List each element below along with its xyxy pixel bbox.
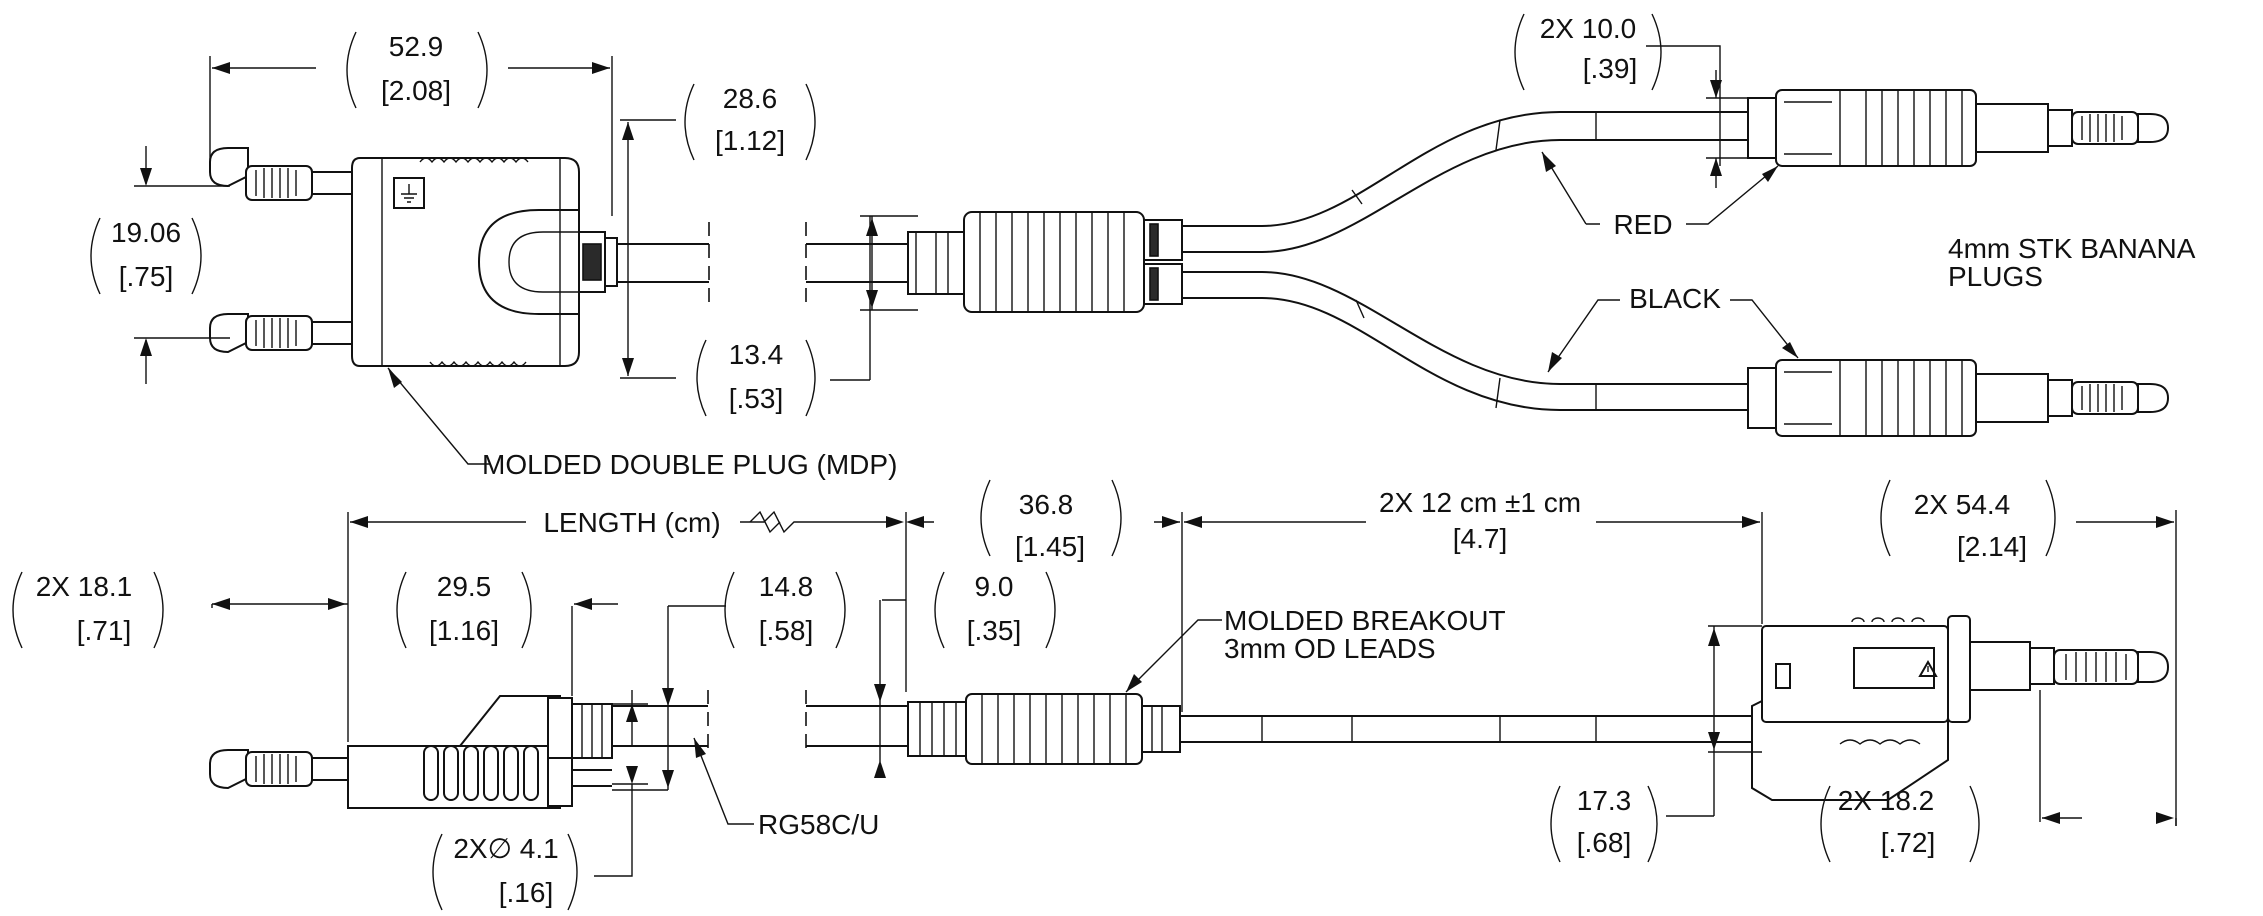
dim-banana-len-mm: 2X 54.4 <box>1914 489 2011 520</box>
dim-mdp-pitch-mm: 19.06 <box>111 217 181 248</box>
mdp-body <box>351 157 580 367</box>
label-mdp: MOLDED DOUBLE PLUG (MDP) <box>482 449 897 480</box>
dim-mdp-width-mm: 52.9 <box>389 31 444 62</box>
dim-lead-len-in: [4.7] <box>1453 523 1507 554</box>
dim-mdp-pitch-in: [.75] <box>119 261 173 292</box>
dim-breakout-len-mm: 36.8 <box>1019 489 1074 520</box>
dim-cable-od-mm: 13.4 <box>729 339 784 370</box>
label-rg58: RG58C/U <box>758 809 879 840</box>
dim-breakout-od-mm: 9.0 <box>975 571 1014 602</box>
mdp-top-view <box>209 147 807 367</box>
dim-side-pin-in: [.16] <box>499 877 553 908</box>
dim-banana-len-in: [2.14] <box>1957 531 2027 562</box>
dim-side-plug-in: [.71] <box>77 615 131 646</box>
label-red: RED <box>1613 209 1672 240</box>
breakout-top-view <box>806 111 1748 411</box>
mdp-banana-pin-top <box>209 147 361 201</box>
dim-lead-len-mm: 2X 12 cm ±1 cm <box>1379 487 1581 518</box>
dimension-text: 52.9 [2.08] 28.6 [1.12] 19.06 [.75] 13.4… <box>36 13 2196 908</box>
dim-breakout-len-in: [1.45] <box>1015 531 1085 562</box>
label-banana-2: PLUGS <box>1948 261 2043 292</box>
dim-mdp-height-in: [1.12] <box>715 125 785 156</box>
banana-plug-red <box>1747 89 2170 167</box>
label-banana-1: 4mm STK BANANA <box>1948 233 2196 264</box>
ground-symbol-icon <box>401 184 417 203</box>
mdp-side-view <box>209 690 807 809</box>
label-length: LENGTH (cm) <box>543 507 720 538</box>
banana-plug-black <box>1747 359 2170 437</box>
breakout-side-view <box>806 693 1752 765</box>
dim-banana-tip-in: [.72] <box>1881 827 1935 858</box>
dim-side-height-mm: 14.8 <box>759 571 814 602</box>
dim-side-plug-mm: 2X 18.1 <box>36 571 133 602</box>
banana-plug-side-view <box>1751 615 2170 801</box>
dim-plug-od-mm: 2X 10.0 <box>1540 13 1637 44</box>
dim-side-body-in: [1.16] <box>429 615 499 646</box>
warning-triangle-icon <box>1918 659 1938 677</box>
label-breakout-2: 3mm OD LEADS <box>1224 633 1436 664</box>
dim-mdp-height-mm: 28.6 <box>723 83 778 114</box>
cable-break-icon <box>749 510 781 534</box>
label-black: BLACK <box>1629 283 1721 314</box>
dim-banana-height-mm: 17.3 <box>1577 785 1632 816</box>
label-breakout-1: MOLDED BREAKOUT <box>1224 605 1506 636</box>
dim-breakout-od-in: [.35] <box>967 615 1021 646</box>
dim-cable-od-in: [.53] <box>729 383 783 414</box>
dim-side-pin-mm: 2X∅ 4.1 <box>453 833 558 864</box>
dim-plug-od-in: [.39] <box>1583 53 1637 84</box>
dim-mdp-width-in: [2.08] <box>381 75 451 106</box>
dimension-lines <box>134 45 2177 877</box>
dim-banana-height-in: [.68] <box>1577 827 1631 858</box>
dimension-parentheses <box>12 13 2056 911</box>
dim-side-body-mm: 29.5 <box>437 571 492 602</box>
dim-banana-tip-mm: 2X 18.2 <box>1838 785 1935 816</box>
mdp-banana-pin-bottom <box>209 313 361 354</box>
dim-side-height-in: [.58] <box>759 615 813 646</box>
